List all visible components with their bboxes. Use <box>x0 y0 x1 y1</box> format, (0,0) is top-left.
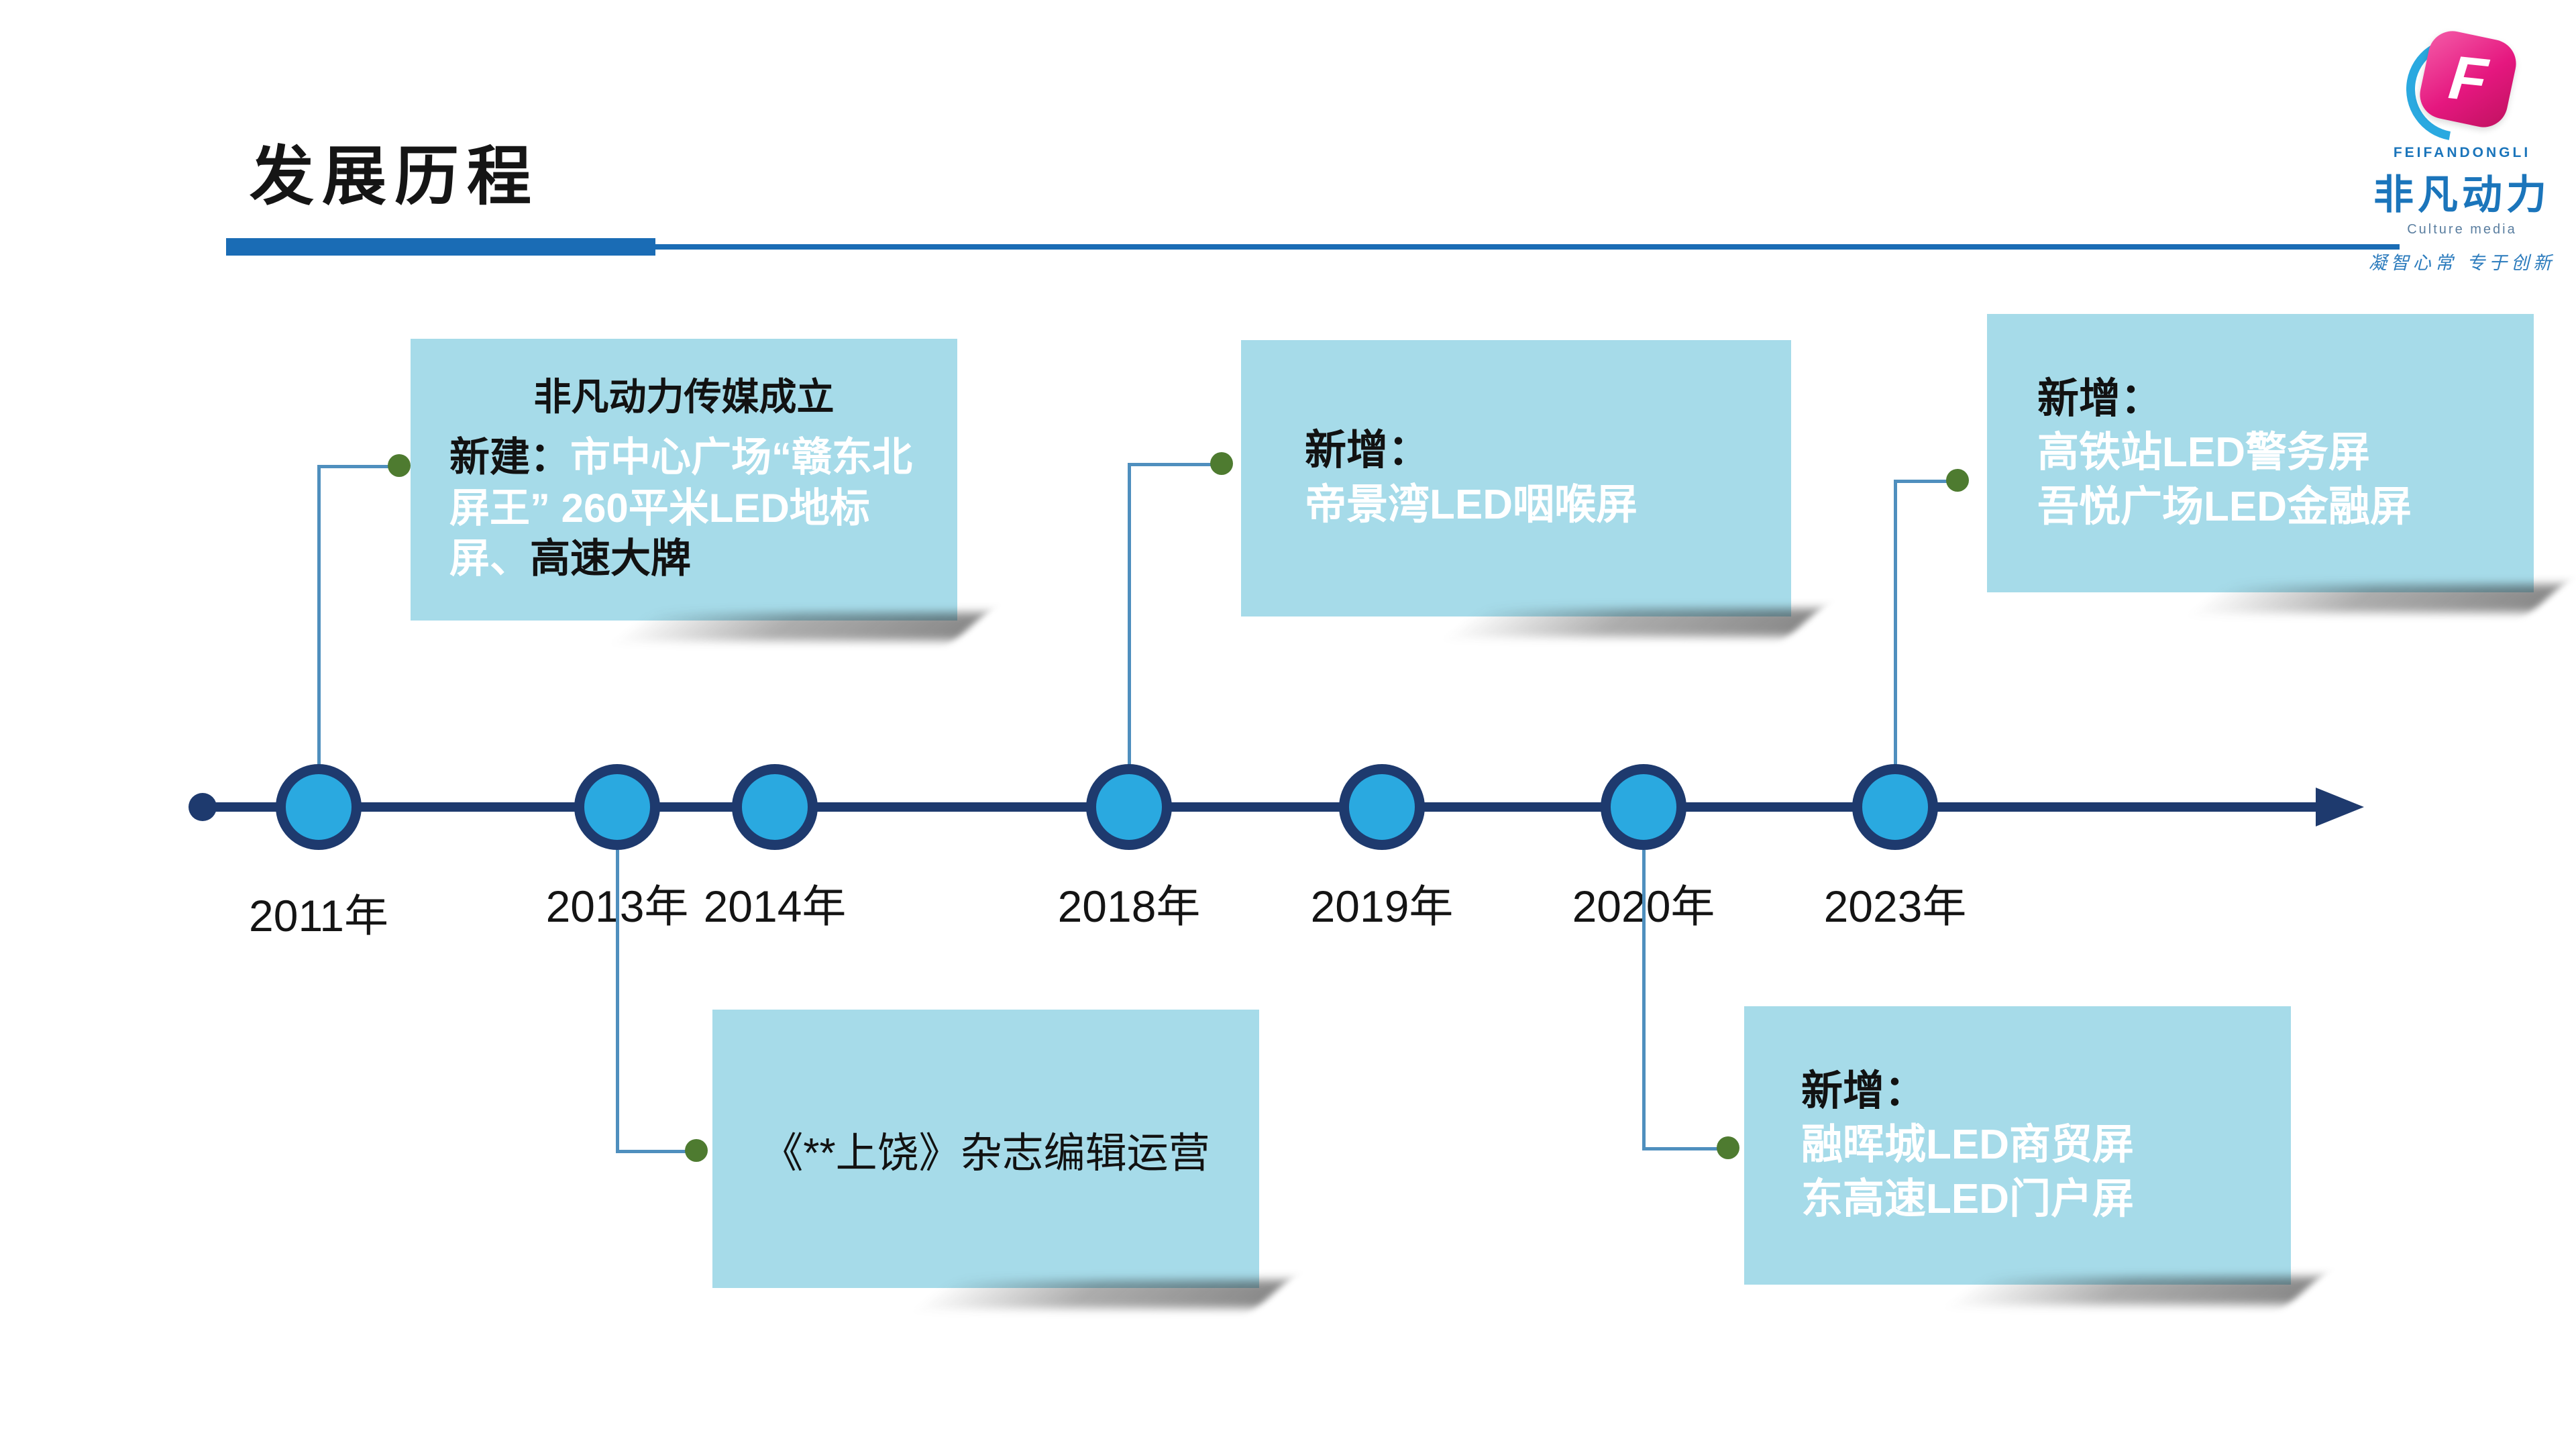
timeline-node-2020 <box>1601 764 1686 850</box>
timeline-node-2018 <box>1086 764 1172 850</box>
timeline-arrowhead-icon <box>2316 788 2364 826</box>
connector-2020-dot <box>1717 1136 1739 1159</box>
logo-subtitle: Culture media <box>2407 222 2517 237</box>
callout-2020: 新增： 融晖城LED商贸屏 东高速LED门户屏 <box>1744 1006 2291 1285</box>
connector-2013-dot <box>685 1139 708 1162</box>
callout-2011-suffix: 高速大牌 <box>530 536 691 582</box>
year-label-2018: 2018年 <box>1057 881 1201 931</box>
connector-2018-horizontal <box>1128 463 1222 466</box>
callout-2018: 新增： 帝景湾LED咽喉屏 <box>1241 340 1791 616</box>
connector-2013-horizontal <box>616 1150 696 1153</box>
connector-2020-horizontal <box>1642 1147 1728 1150</box>
callout-2011-highlight: 市中心广场“赣东北屏王” 260平米LED地标屏、 <box>449 435 912 582</box>
year-label-2023: 2023年 <box>1823 881 1967 931</box>
year-label-2019: 2019年 <box>1310 881 1454 931</box>
connector-2023-vertical <box>1894 481 1897 766</box>
company-logo: F FEIFANDONGLI 非凡动力 Culture media 凝智心常 专… <box>2361 17 2563 274</box>
year-label-2011: 2011年 <box>249 891 388 941</box>
callout-2013-text: 《**上饶》杂志编辑运营 <box>761 1130 1210 1177</box>
connector-2023-horizontal <box>1894 480 1957 483</box>
callout-2023-line-2: 吾悦广场LED金融屏 <box>2037 483 2412 530</box>
timeline-node-2011 <box>276 764 362 850</box>
underline-thick-segment <box>226 238 655 256</box>
title-underline <box>226 238 2400 256</box>
year-label-2014: 2014年 <box>703 881 847 931</box>
logo-letter: F <box>2445 42 2491 115</box>
timeline-axis <box>201 802 2321 812</box>
callout-2023-line-1: 高铁站LED警务屏 <box>2037 429 2371 476</box>
logo-brand-en: FEIFANDONGLI <box>2393 145 2531 160</box>
callout-2011-title: 非凡动力传媒成立 <box>533 376 835 418</box>
callout-2020-line-1: 融晖城LED商贸屏 <box>1801 1122 2135 1169</box>
callout-2018-line-1: 帝景湾LED咽喉屏 <box>1305 482 1638 528</box>
connector-2018-vertical <box>1128 464 1131 766</box>
logo-slogan: 凝智心常 专于创新 <box>2368 253 2556 274</box>
timeline-node-2014 <box>732 764 818 850</box>
timeline-node-2013 <box>574 764 660 850</box>
underline-thin-segment <box>655 244 2400 250</box>
timeline-node-2019 <box>1339 764 1425 850</box>
timeline-node-2023 <box>1852 764 1938 850</box>
callout-2020-line-2: 东高速LED门户屏 <box>1801 1175 2135 1222</box>
callout-2023-prefix: 新增： <box>2037 375 2163 422</box>
callout-2013: 《**上饶》杂志编辑运营 <box>712 1010 1259 1288</box>
page-title: 发展历程 <box>250 141 539 213</box>
callout-2020-prefix: 新增： <box>1801 1067 1927 1114</box>
callout-2011: 非凡动力传媒成立 新建：市中心广场“赣东北屏王” 260平米LED地标屏、高速大… <box>411 339 957 621</box>
callout-2023: 新增： 高铁站LED警务屏 吾悦广场LED金融屏 <box>1987 314 2534 592</box>
connector-2011-horizontal <box>317 465 399 468</box>
connector-2018-dot <box>1210 452 1233 475</box>
callout-2011-prefix: 新建： <box>449 435 570 480</box>
timeline-start-dot <box>189 793 217 821</box>
callout-2018-prefix: 新增： <box>1305 427 1430 474</box>
connector-2013-vertical <box>616 850 619 1152</box>
logo-brand-cn: 非凡动力 <box>2373 172 2551 217</box>
connector-2011-dot <box>388 454 411 477</box>
callout-2011-body: 新建：市中心广场“赣东北屏王” 260平米LED地标屏、高速大牌 <box>449 432 918 584</box>
connector-2011-vertical <box>317 466 321 767</box>
connector-2023-dot <box>1946 469 1969 492</box>
logo-mark-icon: F <box>2385 17 2530 162</box>
connector-2020-vertical <box>1642 850 1646 1150</box>
